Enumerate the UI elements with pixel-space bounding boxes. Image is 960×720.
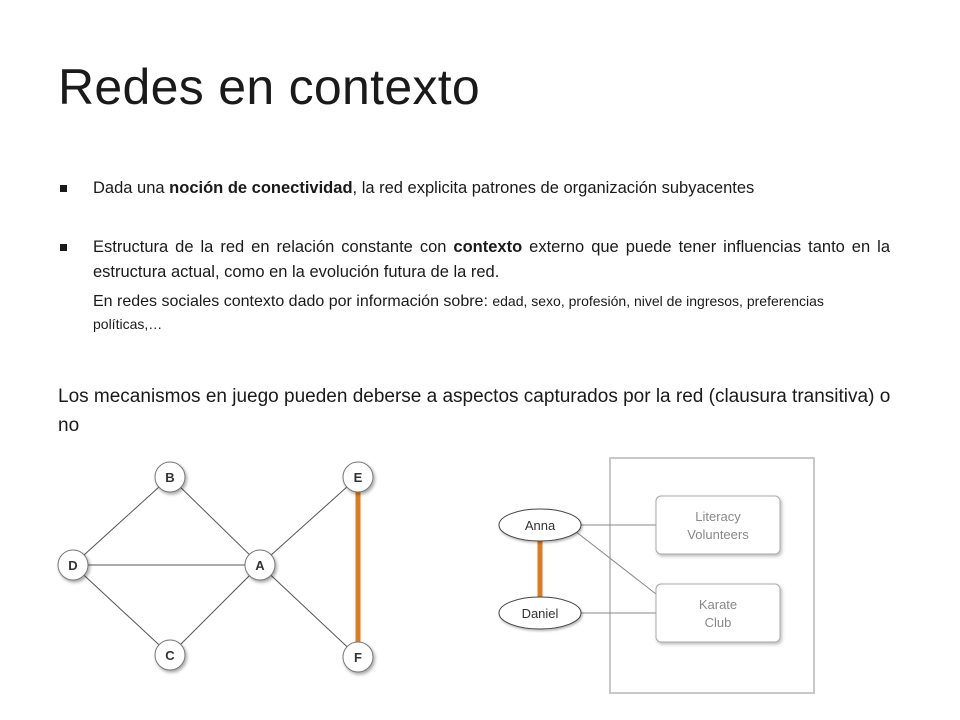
focus-node-literacy-volunteers: Literacy Volunteers <box>655 495 781 555</box>
bullet-context: Estructura de la red en relación constan… <box>60 235 890 285</box>
graph-edge <box>72 476 171 566</box>
note-main-text: En redes sociales contexto dado por info… <box>93 293 493 310</box>
foci-frame <box>609 457 815 694</box>
bullet-text-part: externo que puede tener influencias tant… <box>93 238 890 281</box>
graph-node-f: F <box>342 641 374 673</box>
focus-label-line: Volunteers <box>687 527 749 542</box>
affiliation-edge <box>574 530 657 595</box>
affiliation-network: Anna Daniel Literacy Volunteers Karate C… <box>498 457 815 694</box>
bullet-bold-text: contexto <box>453 238 523 256</box>
graph-edge <box>259 564 359 658</box>
square-bullet-icon <box>60 185 67 192</box>
note-detail-text: edad, sexo, profesión, nivel de ingresos… <box>93 293 824 332</box>
bullet-text-part: , la red explicita patrones de organizac… <box>352 179 755 197</box>
graph-node-d: D <box>57 549 89 581</box>
person-label: Anna <box>525 518 556 533</box>
person-node-daniel: Daniel <box>498 596 582 630</box>
node-label: B <box>165 470 174 485</box>
node-label: C <box>165 648 175 663</box>
bullet-connectivity: Dada una noción de conectividad, la red … <box>60 176 890 201</box>
node-label: D <box>68 558 77 573</box>
bullet-text: Estructura de la red en relación constan… <box>93 235 890 285</box>
bullet-text: Dada una noción de conectividad, la red … <box>93 176 890 201</box>
triadic-graph: B E D A C F <box>57 461 374 673</box>
person-label: Daniel <box>522 606 559 621</box>
focus-node-karate-club: Karate Club <box>655 583 781 643</box>
graph-edge <box>259 476 359 566</box>
graph-node-c: C <box>154 639 186 671</box>
node-label: A <box>255 558 265 573</box>
graph-node-e: E <box>342 461 374 493</box>
slide-title: Redes en contexto <box>58 59 481 115</box>
focus-label-line: Club <box>705 615 732 630</box>
bullet-bold-text: noción de conectividad <box>169 179 353 197</box>
bullet-text-part: Dada una <box>93 179 170 197</box>
graph-node-a: A <box>244 549 276 581</box>
graph-edge <box>169 476 261 566</box>
node-label: F <box>354 650 362 665</box>
person-node-anna: Anna <box>498 508 582 542</box>
graph-edge <box>72 564 171 656</box>
graph-node-b: B <box>154 461 186 493</box>
focus-label-line: Karate <box>699 597 737 612</box>
bullet-text-part: Estructura de la red en relación constan… <box>93 238 454 256</box>
node-label: E <box>354 470 363 485</box>
square-bullet-icon <box>60 244 67 251</box>
focus-label-line: Literacy <box>695 509 741 524</box>
graph-edge <box>169 564 261 656</box>
mechanisms-paragraph: Los mecanismos en juego pueden deberse a… <box>58 386 891 436</box>
social-context-note: En redes sociales contexto dado por info… <box>93 290 853 336</box>
